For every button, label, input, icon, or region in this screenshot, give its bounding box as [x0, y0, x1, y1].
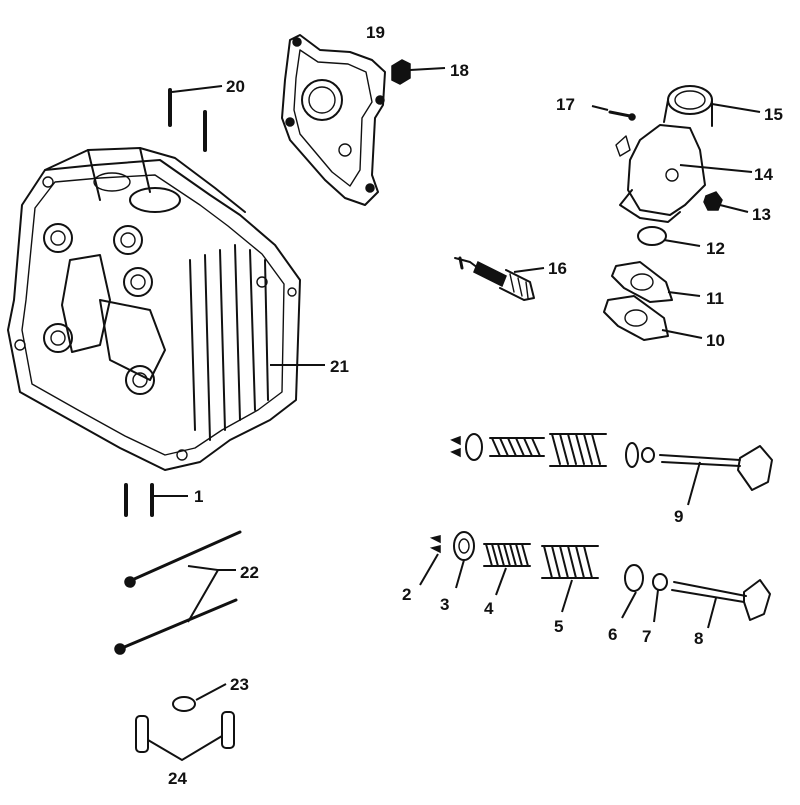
callout-21: 21	[330, 357, 349, 376]
callout-16: 16	[548, 259, 567, 278]
callout-4: 4	[484, 599, 494, 618]
spark-plug-16	[454, 256, 545, 301]
callout-2: 2	[402, 585, 411, 604]
callout-8: 8	[694, 629, 703, 648]
dowel-pins-1	[124, 483, 188, 517]
callout-13: 13	[752, 205, 771, 224]
nut-18	[391, 59, 446, 85]
intake-manifold-14	[615, 124, 753, 223]
callout-23: 23	[230, 675, 249, 694]
valve-assembly-2-8	[419, 531, 771, 629]
studs-20	[168, 85, 223, 152]
callout-7: 7	[642, 627, 651, 646]
head-cover-gasket	[281, 34, 386, 206]
callout-11: 11	[706, 289, 724, 308]
callout-12: 12	[706, 239, 725, 258]
valve-assembly-9	[450, 433, 773, 506]
callout-18: 18	[450, 61, 469, 80]
o-ring-12	[637, 226, 701, 247]
callout-3: 3	[440, 595, 449, 614]
nut-13	[703, 191, 749, 213]
callout-5: 5	[554, 617, 563, 636]
screw-17	[591, 105, 636, 121]
callout-6: 6	[608, 625, 617, 644]
intake-boot-15	[663, 85, 761, 127]
callout-10: 10	[706, 331, 725, 350]
callout-24: 24	[168, 769, 187, 788]
callout-20: 20	[226, 77, 245, 96]
gasket-10	[603, 295, 703, 341]
callout-9: 9	[674, 507, 683, 526]
callout-15: 15	[764, 105, 783, 124]
callout-14: 14	[754, 165, 773, 184]
insulator-11	[611, 261, 701, 303]
callout-17: 17	[556, 95, 575, 114]
cylinder-head	[7, 147, 301, 471]
callout-22: 22	[240, 563, 259, 582]
o-ring-23	[172, 683, 227, 712]
dowels-24	[135, 711, 235, 762]
bolts-22	[114, 530, 242, 655]
callout-19: 19	[366, 23, 385, 42]
callout-1: 1	[194, 487, 203, 506]
